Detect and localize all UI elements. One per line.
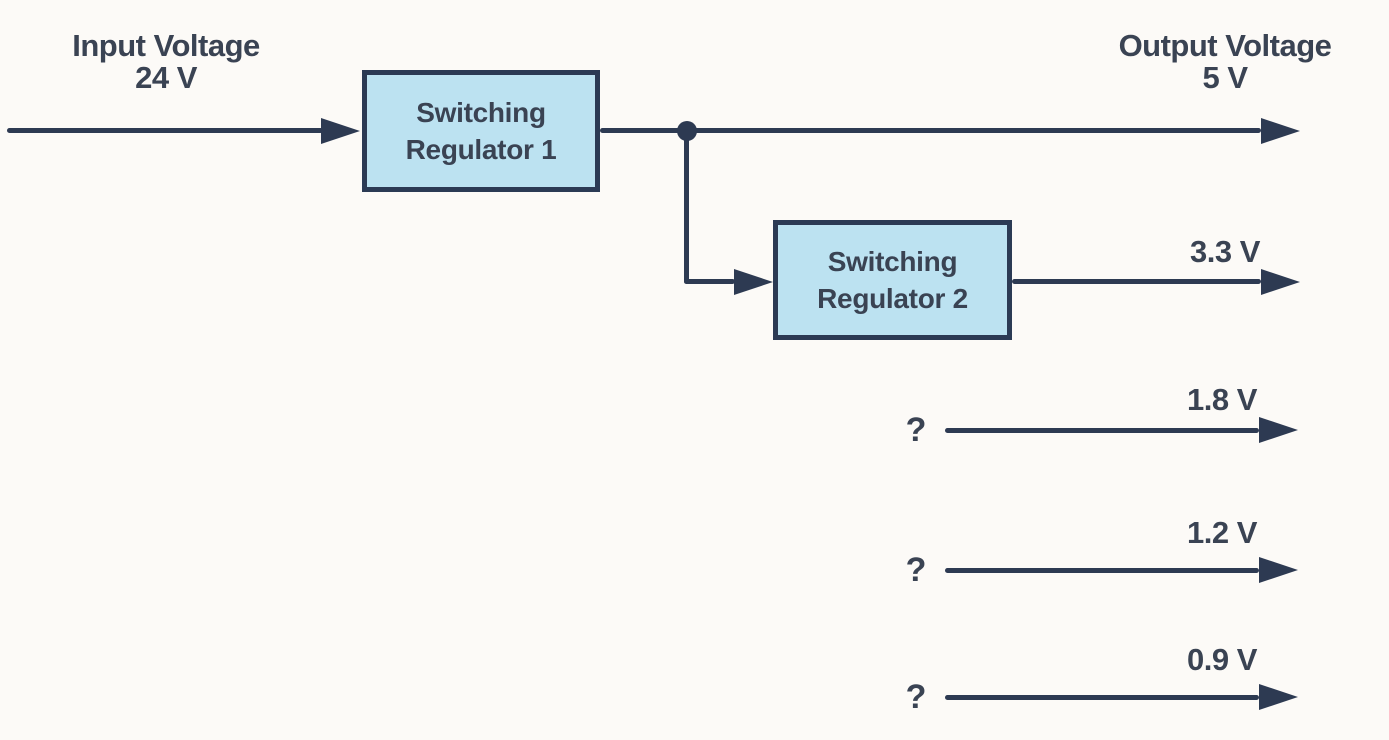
branch-vertical-line [684,129,689,284]
unknown-source-marker-3: ? [905,678,927,716]
output-0v9-line [945,695,1259,700]
regulator2-label-line2: Regulator 2 [817,283,968,314]
branch-horizontal-line [684,279,735,284]
regulator1-block: Switching Regulator 1 [362,70,600,192]
output-3v3-label: 3.3 V [1190,234,1260,269]
output-voltage-label: Output Voltage 5 V [1105,30,1345,94]
output-5v-arrowhead-icon [1261,118,1300,144]
output-voltage-value: 5 V [1202,60,1248,95]
input-voltage-value: 24 V [135,60,197,95]
output-3v3-line [1012,279,1261,284]
output-voltage-title: Output Voltage [1118,28,1332,63]
regulator1-label-line2: Regulator 1 [405,134,557,165]
unknown-source-marker-2: ? [905,551,927,589]
input-voltage-title: Input Voltage [72,28,260,63]
output-1v8-label: 1.8 V [1187,382,1257,417]
output-1v8-arrowhead-icon [1259,417,1298,443]
output-1v2-line [945,568,1259,573]
output-0v9-arrowhead-icon [1259,684,1298,710]
unknown-source-marker-1: ? [905,411,927,449]
regulator2-input-arrowhead-icon [734,269,773,295]
input-arrowhead-icon [321,118,360,144]
input-arrow-line [7,128,323,133]
output-1v2-label: 1.2 V [1187,515,1257,550]
output-1v2-arrowhead-icon [1259,557,1298,583]
regulator2-label-line1: Switching [827,246,958,277]
input-voltage-label: Input Voltage 24 V [46,30,286,94]
regulator2-block: Switching Regulator 2 [773,220,1012,340]
output-5v-line [600,128,1261,133]
regulator1-label-line1: Switching [416,97,546,128]
output-0v9-label: 0.9 V [1187,642,1257,677]
output-3v3-arrowhead-icon [1261,269,1300,295]
output-1v8-line [945,428,1259,433]
